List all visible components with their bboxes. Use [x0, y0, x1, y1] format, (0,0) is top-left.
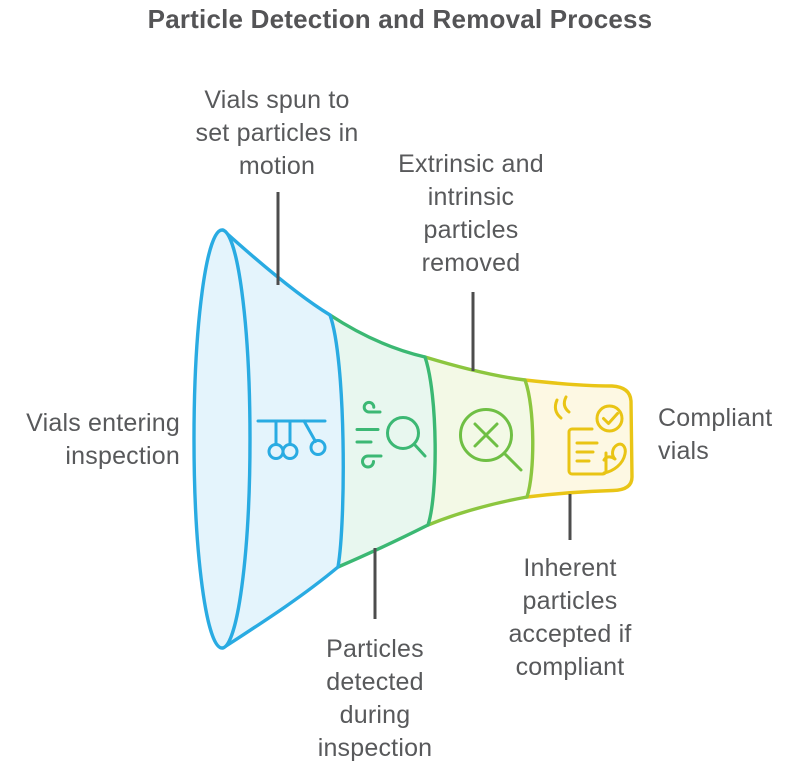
funnel-stage-2-outline — [328, 313, 437, 569]
label-compliant-vials: Compliant vials — [658, 404, 773, 465]
connector-lines — [276, 192, 572, 619]
funnel-stage-2-fill — [330, 315, 436, 567]
wind-magnifier-icon — [355, 400, 427, 469]
label-particles-detected: Particles detected during inspection — [317, 635, 433, 762]
funnel-stage-4-fill — [525, 380, 632, 497]
label-vials-entering: Vials entering inspection — [26, 409, 180, 470]
reject-magnifier-icon — [459, 408, 523, 472]
funnel-stage-3-outline — [423, 355, 535, 527]
funnel-mouth-ellipse — [192, 228, 252, 650]
diagram-title: Particle Detection and Removal Process — [147, 4, 653, 34]
document-check-icon — [553, 395, 627, 476]
funnel-stage-1-outline — [221, 228, 345, 650]
funnel-stage-4-outline — [523, 378, 634, 499]
newtons-cradle-icon — [256, 419, 327, 460]
label-inherent-accepted: Inherent particles accepted if compliant — [508, 554, 632, 681]
funnel-outlines — [192, 228, 634, 650]
funnel-mouth — [192, 228, 252, 650]
label-extrinsic-removed: Extrinsic and intrinsic particles remove… — [398, 150, 544, 277]
label-vials-spun: Vials spun to set particles in motion — [195, 86, 359, 180]
